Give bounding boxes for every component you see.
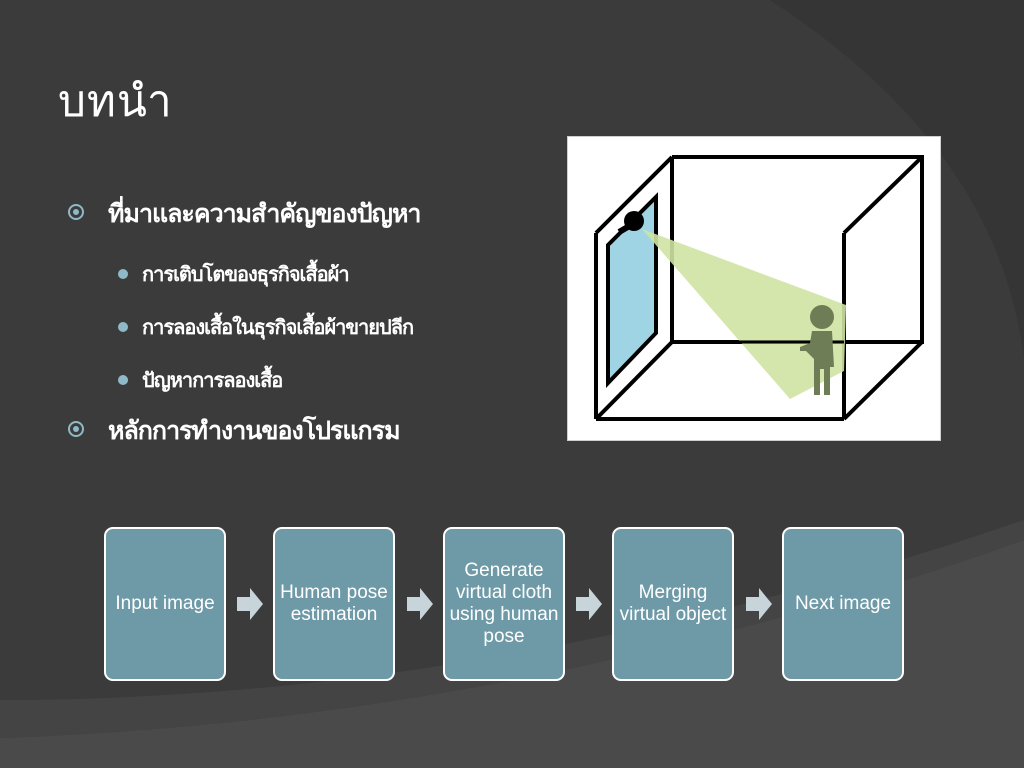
dot-icon <box>118 269 128 279</box>
room-edge <box>594 340 674 421</box>
fitting-room-illustration <box>567 136 941 441</box>
flow-step-generate-virtual-cloth: Generate virtual cloth using human pose <box>443 527 565 681</box>
fitting-room-svg <box>594 155 924 421</box>
room-edge <box>842 340 924 421</box>
flow-step-human-pose-estimation: Human pose estimation <box>273 527 395 681</box>
bullet-text: ที่มาและความสำคัญของปัญหา <box>108 199 421 228</box>
bullet-level2-item: ปัญหาการลองเสื้อ <box>68 354 420 407</box>
bullet-level2-item: การลองเสื้อในธุรกิจเสื้อผ้าขายปลีก <box>68 301 420 354</box>
camera-icon <box>617 211 644 235</box>
bullet-text: การลองเสื้อในธุรกิจเสื้อผ้าขายปลีก <box>142 315 414 339</box>
dot-icon <box>118 322 128 332</box>
camera-view-cone <box>642 229 846 399</box>
bullet-level2-item: การเติบโตของธุรกิจเสื้อผ้า <box>68 248 420 301</box>
circled-dot-icon <box>68 204 84 220</box>
bullet-text: ปัญหาการลองเสื้อ <box>142 368 283 392</box>
bullet-list: ที่มาและความสำคัญของปัญหา การเติบโตของธุ… <box>68 194 421 451</box>
spacer <box>68 234 420 248</box>
bullet-level1-item: ที่มาและความสำคัญของปัญหา <box>68 194 421 234</box>
bullet-level1-item: หลักการทำงานของโปรแกรม <box>68 411 420 451</box>
circled-dot-icon <box>68 421 84 437</box>
bullet-text: หลักการทำงานของโปรแกรม <box>108 416 401 445</box>
flow-step-input-image: Input image <box>104 527 226 681</box>
room-edge <box>594 155 674 235</box>
slide-title: บทนำ <box>58 76 173 127</box>
bullet-text: การเติบโตของธุรกิจเสื้อผ้า <box>142 262 350 286</box>
flow-step-merging-virtual-object: Merging virtual object <box>612 527 734 681</box>
dot-icon <box>118 375 128 385</box>
room-edge <box>842 155 924 235</box>
person-silhouette <box>800 305 834 395</box>
flow-step-next-image: Next image <box>782 527 904 681</box>
